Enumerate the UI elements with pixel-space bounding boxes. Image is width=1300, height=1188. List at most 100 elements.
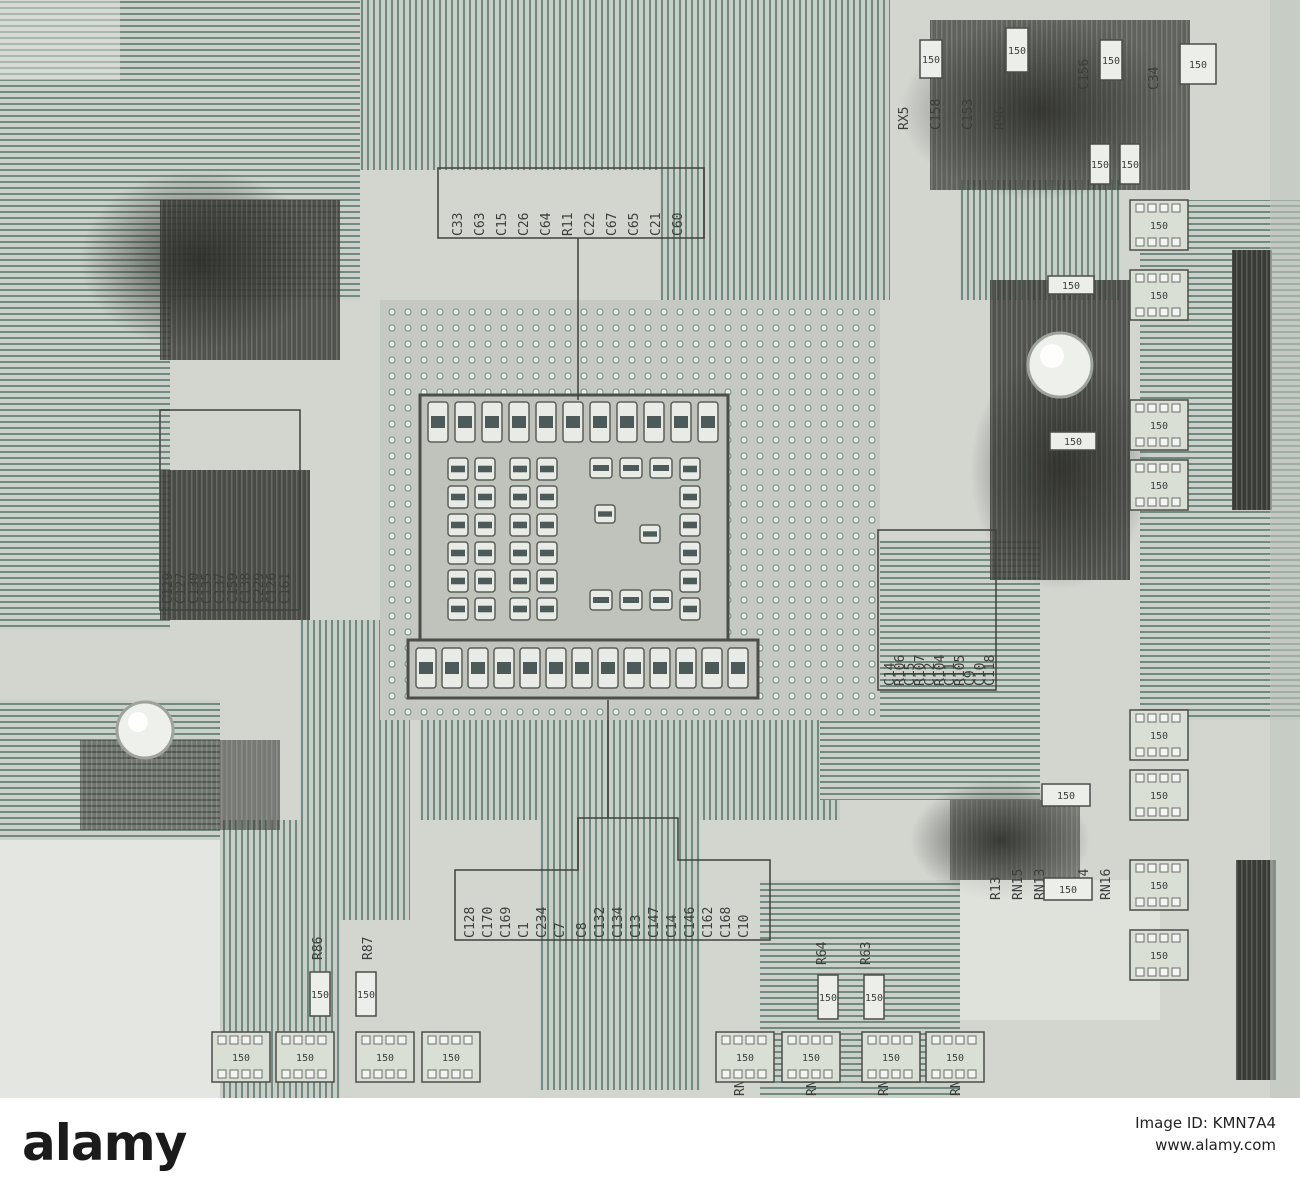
smd-capacitor — [594, 504, 616, 524]
silkscreen-label: RN16 — [1099, 869, 1114, 900]
smd-resistor: 150 — [1119, 143, 1141, 185]
silkscreen-label: R86 — [311, 937, 326, 960]
svg-text:150: 150 — [1150, 881, 1168, 892]
smd-capacitor — [536, 597, 558, 621]
smd-capacitor — [447, 457, 469, 481]
svg-text:150: 150 — [1150, 291, 1168, 302]
smd-capacitor — [447, 569, 469, 593]
silkscreen-label: C132 — [593, 907, 608, 938]
silkscreen-label: C60 — [671, 213, 686, 236]
silkscreen-label: RN15 — [1011, 869, 1026, 900]
svg-text:150: 150 — [882, 1053, 900, 1064]
smd-components: 150 150 150 150 150 150 150 150 150 150 150 150 150 1… — [211, 27, 1217, 1083]
svg-text:150: 150 — [1008, 46, 1026, 57]
silkscreen-label: C127 — [174, 573, 189, 604]
resistor-network: 150 — [1129, 769, 1189, 821]
silkscreen-label: C153 — [961, 99, 976, 130]
silkscreen-label: C15 — [495, 213, 510, 236]
watermark-footer — [0, 1098, 1300, 1188]
resistor-network: 150 — [1129, 269, 1189, 321]
smd-capacitor — [509, 569, 531, 593]
smd-capacitor — [545, 647, 567, 689]
image-id-text: Image ID: KMN7A4 — [1135, 1114, 1276, 1132]
smd-capacitor — [493, 647, 515, 689]
svg-text:150: 150 — [1150, 791, 1168, 802]
smd-capacitor — [481, 401, 503, 443]
silkscreen-label: C234 — [535, 907, 550, 938]
smd-capacitor — [447, 513, 469, 537]
smd-capacitor — [649, 457, 673, 479]
dark-regions — [80, 20, 1190, 900]
silkscreen-label: C12 — [923, 663, 938, 686]
silkscreen-label: C67 — [605, 213, 620, 236]
smd-capacitor — [474, 485, 496, 509]
smd-capacitor — [536, 569, 558, 593]
resistor-network: 150 — [211, 1031, 271, 1083]
smd-capacitor — [679, 597, 701, 621]
smd-capacitor — [536, 513, 558, 537]
smd-capacitor — [415, 647, 437, 689]
smd-capacitor — [509, 485, 531, 509]
silkscreen-label: C138 — [239, 573, 254, 604]
resistor-network: 150 — [1129, 199, 1189, 251]
smd-capacitor — [509, 597, 531, 621]
smd-capacitor — [643, 401, 665, 443]
silkscreen-label: C22 — [583, 213, 598, 236]
silkscreen-label: RX5 — [897, 107, 912, 130]
silkscreen-label: C7 — [553, 922, 568, 938]
smd-resistor: 150 — [1043, 877, 1093, 901]
image-id-block: Image ID: KMN7A4 www.alamy.com — [1135, 1112, 1276, 1156]
smd-resistor: 150 — [1047, 275, 1095, 295]
smd-capacitor — [474, 569, 496, 593]
silkscreen-label: C15 — [903, 663, 918, 686]
silkscreen-label: R107 — [913, 655, 928, 686]
silkscreen-label: C9 — [963, 670, 978, 686]
svg-text:150: 150 — [819, 993, 837, 1004]
silkscreen-label: C161 — [278, 573, 293, 604]
silkscreen-label: C170 — [481, 907, 496, 938]
smd-capacitor — [519, 647, 541, 689]
svg-text:150: 150 — [1150, 481, 1168, 492]
smd-capacitor — [597, 647, 619, 689]
resistor-network: 150 — [1129, 399, 1189, 451]
smd-capacitor — [571, 647, 593, 689]
smd-capacitor — [536, 541, 558, 565]
smd-capacitor — [474, 457, 496, 481]
silkscreen-label: R13 — [989, 877, 1004, 900]
smd-capacitor — [697, 401, 719, 443]
silkscreen-label: R104 — [933, 655, 948, 686]
silkscreen-label: C64 — [539, 212, 554, 236]
smd-resistor: 150 — [1041, 783, 1091, 807]
resistor-network: 150 — [861, 1031, 921, 1083]
smd-capacitor — [649, 589, 673, 611]
silkscreen-label: C168 — [719, 907, 734, 938]
resistor-network: 150 — [1129, 709, 1189, 761]
resistor-network: 150 — [355, 1031, 415, 1083]
svg-text:150: 150 — [1102, 56, 1120, 67]
silkscreen-label: R87 — [361, 937, 376, 960]
smd-capacitor — [670, 401, 692, 443]
silkscreen-label: C21 — [649, 213, 664, 236]
silkscreen-label: R105 — [953, 655, 968, 686]
svg-text:150: 150 — [922, 55, 940, 66]
smd-capacitor — [679, 569, 701, 593]
silkscreen-label: R11 — [561, 213, 576, 236]
smd-capacitor — [727, 647, 749, 689]
alamy-logo: alamy — [22, 1114, 187, 1172]
silkscreen-label: C63 — [473, 213, 488, 236]
mounting-holes — [115, 331, 1094, 760]
smd-capacitor — [447, 541, 469, 565]
smd-resistor: 150 — [1099, 39, 1123, 81]
resistor-network: 150 — [1129, 929, 1189, 981]
smd-resistor: 150 — [309, 971, 331, 1017]
svg-text:150: 150 — [865, 993, 883, 1004]
silkscreen-label: C134 — [611, 907, 626, 938]
svg-text:150: 150 — [232, 1053, 250, 1064]
smd-capacitor — [589, 589, 613, 611]
silkscreen-label: C147 — [647, 907, 662, 938]
smd-capacitor — [509, 457, 531, 481]
silkscreen-label: C162 — [701, 907, 716, 938]
svg-text:150: 150 — [1091, 160, 1109, 171]
smd-resistor: 150 — [863, 974, 885, 1020]
smd-capacitor — [441, 647, 463, 689]
